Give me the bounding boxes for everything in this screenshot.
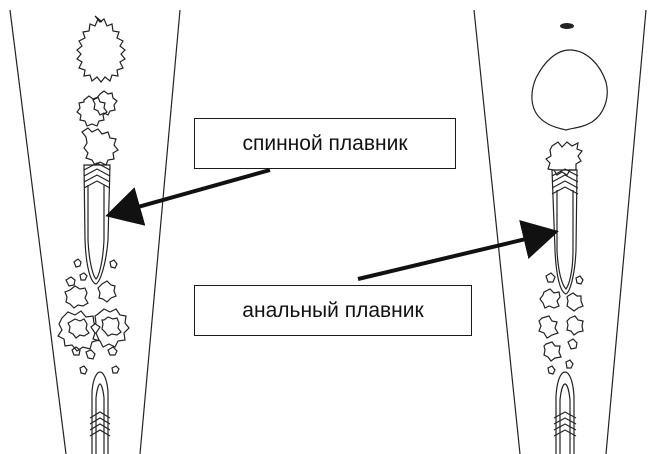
- right-embryo-tail: [555, 371, 575, 454]
- left-embryo-rosette-1: [57, 310, 101, 352]
- left-embryo-fragment-6: [97, 280, 117, 303]
- anal-fin-label: анальный плавник: [194, 285, 472, 336]
- left-embryo-chevron-1: [83, 162, 111, 171]
- left-embryo-tail-chevron-2: [89, 417, 111, 425]
- right-embryo-head-blob: [531, 49, 608, 131]
- left-embryo-fragment-10: [79, 365, 88, 375]
- left-embryo-fragment-3: [65, 276, 76, 287]
- right-embryo-tail-chevron-4: [553, 429, 577, 437]
- left-embryo-chevron-2: [83, 168, 111, 177]
- left-embryo-outer-left-edge: [9, 9, 67, 454]
- right-embryo-fragment-6: [566, 315, 584, 336]
- left-embryo-tail-chevron-4: [89, 429, 111, 437]
- right-embryo-body-inner: [556, 190, 574, 290]
- left-embryo-outer-right-edge: [139, 9, 181, 454]
- left-embryo-fragment-5: [64, 285, 89, 309]
- left-embryo-fragment-4: [79, 272, 88, 281]
- right-embryo-fragment-9: [547, 365, 556, 375]
- left-embryo-tail: [91, 371, 109, 454]
- left-embryo-chevron-3: [83, 174, 111, 183]
- left-embryo-tail-chevron-1: [89, 411, 111, 419]
- right-embryo-chevron-2: [551, 174, 579, 183]
- right-embryo-eye-spot: [560, 23, 574, 29]
- left-embryo-tail-chevron-3: [89, 423, 111, 431]
- right-embryo-tail-chevron-1: [553, 411, 577, 419]
- left-embryo-chevron-4: [83, 180, 111, 189]
- left-embryo: [9, 9, 181, 454]
- right-embryo: [473, 9, 647, 454]
- right-embryo-fragment-8: [567, 338, 578, 350]
- right-embryo-chevron-3: [551, 180, 579, 189]
- right-embryo-fragment-4: [566, 292, 584, 312]
- right-embryo-fragment-1: [545, 272, 556, 283]
- right-embryo-outer-left-edge: [473, 9, 521, 454]
- left-embryo-blob-3: [92, 90, 118, 116]
- left-embryo-fragment-8: [85, 349, 96, 360]
- right-embryo-outer-right-edge: [605, 9, 647, 454]
- right-embryo-fragment-5: [538, 315, 559, 339]
- right-embryo-chevron-4: [551, 186, 579, 195]
- dorsal-fin-arrow: [105, 168, 271, 226]
- anal-fin-label-text: анальный плавник: [242, 298, 424, 322]
- left-embryo-head-blob: [76, 15, 126, 83]
- left-embryo-rosette-2-inner: [101, 316, 122, 337]
- right-embryo-chevron-1: [551, 168, 579, 177]
- left-embryo-blob-2: [76, 95, 108, 127]
- dorsal-fin-label-text: спинной плавник: [242, 131, 408, 155]
- anal-fin-arrow: [357, 220, 559, 281]
- left-embryo-body-inner: [87, 185, 105, 280]
- right-embryo-fragment-2: [575, 275, 584, 285]
- left-embryo-rosette-2: [90, 308, 130, 348]
- left-embryo-body: [83, 164, 111, 285]
- right-embryo-tail-inner: [559, 383, 571, 454]
- right-embryo-fragment-10: [565, 359, 574, 369]
- right-embryo-fragment-3: [539, 288, 561, 309]
- right-embryo-tail-chevron-3: [553, 423, 577, 431]
- right-embryo-fragment-7: [543, 341, 562, 362]
- left-embryo-fragment-2: [109, 259, 118, 269]
- left-embryo-tail-inner: [95, 383, 105, 454]
- left-embryo-fragment-1: [73, 258, 82, 268]
- right-embryo-body: [551, 169, 578, 295]
- right-embryo-tail-chevron-2: [553, 417, 577, 425]
- left-embryo-blob-4: [81, 127, 119, 166]
- left-embryo-rosette-1-inner: [67, 318, 90, 339]
- left-embryo-fragment-7: [71, 346, 81, 356]
- left-embryo-fragment-9: [107, 346, 118, 356]
- dorsal-fin-label: спинной плавник: [194, 118, 456, 169]
- left-embryo-fragment-11: [111, 365, 120, 374]
